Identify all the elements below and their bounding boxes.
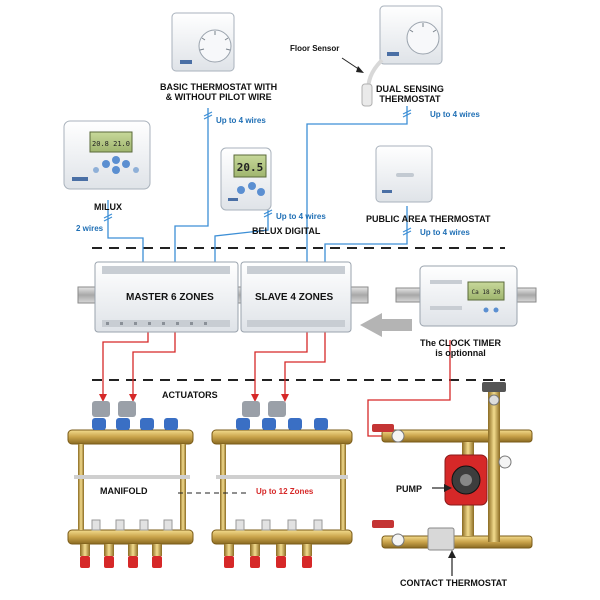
belux-digital-thermostat: 20.5 [220,147,272,211]
basic-thermostat-label: BASIC THERMOSTAT WITH & WITHOUT PILOT WI… [160,82,278,103]
pump-label: PUMP [396,484,423,494]
belux-digital-label: BELUX DIGITAL [252,226,321,236]
basic-thermostat [171,12,235,72]
public-wires-label: Up to 4 wires [420,228,470,237]
milux-display: 20.8 21.0 [92,140,130,148]
actuators-label: ACTUATORS [162,390,218,400]
manifold-left [67,401,194,568]
clock-timer: Ca 18 20 [419,265,518,327]
floor-sensor-label: Floor Sensor [290,44,340,53]
public-area-label: PUBLIC AREA THERMOSTAT [366,214,491,224]
clock-timer-note: The CLOCK TIMER is optionnal [420,338,501,359]
belux-display: 20.5 [237,161,264,174]
zones-note-label: Up to 12 Zones [256,487,314,496]
contact-thermostat-label: CONTACT THERMOSTAT [400,578,507,588]
manifold-label: MANIFOLD [100,486,148,496]
milux-thermostat: 20.8 21.0 [63,120,151,190]
slave-zones-label: SLAVE 4 ZONES [255,292,334,303]
dual-sensing-label: DUAL SENSING THERMOSTAT [376,84,444,105]
contact-thermostat-body [427,527,455,551]
milux-wires-label: 2 wires [76,224,104,233]
basic-wires-label: Up to 4 wires [216,116,266,125]
milux-label: MILUX [94,202,122,212]
clock-display: Ca 18 20 [472,289,501,296]
floor-sensor-probe [361,83,373,107]
master-zones-label: MASTER 6 ZONES [126,292,214,303]
master-controller [94,261,239,333]
timer-link-arrow [360,313,412,337]
wire-ticks [103,109,412,236]
dual-sensing-thermostat [341,5,443,107]
pump-station [372,382,533,551]
slave-controller [240,261,352,333]
belux-wires-label: Up to 4 wires [276,212,326,221]
dual-wires-label: Up to 4 wires [430,110,480,119]
public-area-thermostat [375,145,433,203]
manifold-right [211,401,353,568]
